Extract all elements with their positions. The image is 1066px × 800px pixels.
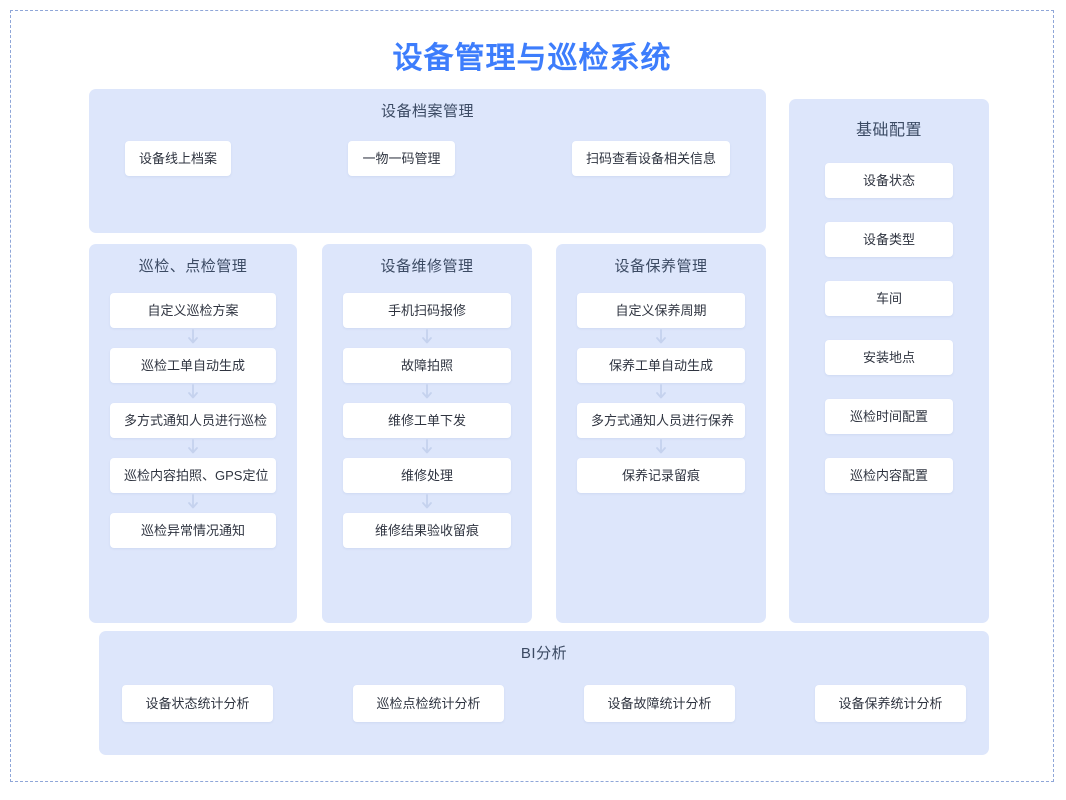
flow-steps-inspection: 自定义巡检方案 巡检工单自动生成 多方式通知人员进行巡检 巡检内容拍照、GPS定… (89, 293, 297, 548)
arrow-down-icon (656, 329, 666, 344)
panel-title-maintenance-management: 设备保养管理 (614, 258, 708, 275)
flow-step-repair-4[interactable]: 维修结果验收留痕 (343, 513, 511, 548)
panel-basic-config: 基础配置 设备状态 设备类型 车间 安装地点 巡检时间配置 巡检内容配置 (789, 99, 989, 623)
bi-card-0[interactable]: 设备状态统计分析 (122, 685, 273, 722)
bi-card-3[interactable]: 设备保养统计分析 (815, 685, 966, 722)
panel-maintenance-management: 设备保养管理 自定义保养周期 保养工单自动生成 多方式通知人员进行保养 保养记录… (556, 244, 766, 623)
flow-step-repair-1[interactable]: 故障拍照 (343, 348, 511, 383)
bi-card-row: 设备状态统计分析 巡检点检统计分析 设备故障统计分析 设备保养统计分析 (122, 685, 966, 722)
arrow-down-icon (656, 439, 666, 454)
flow-step-inspection-3[interactable]: 巡检内容拍照、GPS定位 (110, 458, 276, 493)
arrow-down-icon (188, 439, 198, 454)
bi-card-2[interactable]: 设备故障统计分析 (584, 685, 735, 722)
arrow-down-icon (422, 329, 432, 344)
arrow-down-icon (188, 329, 198, 344)
flow-step-inspection-2[interactable]: 多方式通知人员进行巡检 (110, 403, 276, 438)
config-card-4[interactable]: 巡检时间配置 (825, 399, 953, 434)
flow-step-maintenance-3[interactable]: 保养记录留痕 (577, 458, 745, 493)
panel-title-repair-management: 设备维修管理 (380, 258, 474, 275)
panel-title-inspection-management: 巡检、点检管理 (138, 258, 248, 275)
flow-step-inspection-1[interactable]: 巡检工单自动生成 (110, 348, 276, 383)
flow-step-maintenance-1[interactable]: 保养工单自动生成 (577, 348, 745, 383)
panel-title-bi-analysis: BI分析 (520, 645, 568, 662)
panel-equipment-archive: 设备档案管理 设备线上档案 一物一码管理 扫码查看设备相关信息 (89, 89, 766, 233)
arrow-down-icon (422, 384, 432, 399)
panel-repair-management: 设备维修管理 手机扫码报修 故障拍照 维修工单下发 维修处理 维修结果验收留痕 (322, 244, 532, 623)
arrow-down-icon (188, 494, 198, 509)
bi-card-1[interactable]: 巡检点检统计分析 (353, 685, 504, 722)
arrow-down-icon (422, 494, 432, 509)
flow-step-maintenance-0[interactable]: 自定义保养周期 (577, 293, 745, 328)
flow-step-maintenance-2[interactable]: 多方式通知人员进行保养 (577, 403, 745, 438)
panel-title-basic-config: 基础配置 (855, 122, 922, 139)
panel-title-equipment-archive: 设备档案管理 (380, 103, 474, 120)
panel-inspection-management: 巡检、点检管理 自定义巡检方案 巡检工单自动生成 多方式通知人员进行巡检 巡检内… (89, 244, 297, 623)
diagram-canvas: 设备管理与巡检系统 设备档案管理 设备线上档案 一物一码管理 扫码查看设备相关信… (10, 10, 1054, 782)
panel-bi-analysis: BI分析 设备状态统计分析 巡检点检统计分析 设备故障统计分析 设备保养统计分析 (99, 631, 989, 755)
arrow-down-icon (656, 384, 666, 399)
config-card-1[interactable]: 设备类型 (825, 222, 953, 257)
flow-steps-repair: 手机扫码报修 故障拍照 维修工单下发 维修处理 维修结果验收留痕 (322, 293, 532, 548)
flow-step-inspection-0[interactable]: 自定义巡检方案 (110, 293, 276, 328)
flow-steps-maintenance: 自定义保养周期 保养工单自动生成 多方式通知人员进行保养 保养记录留痕 (556, 293, 766, 493)
archive-card-0[interactable]: 设备线上档案 (125, 141, 232, 176)
config-card-0[interactable]: 设备状态 (825, 163, 953, 198)
archive-card-1[interactable]: 一物一码管理 (348, 141, 455, 176)
config-card-2[interactable]: 车间 (825, 281, 953, 316)
config-card-5[interactable]: 巡检内容配置 (825, 458, 953, 493)
archive-card-row: 设备线上档案 一物一码管理 扫码查看设备相关信息 (125, 141, 730, 176)
arrow-down-icon (188, 384, 198, 399)
flow-step-repair-3[interactable]: 维修处理 (343, 458, 511, 493)
flow-step-repair-0[interactable]: 手机扫码报修 (343, 293, 511, 328)
config-card-list: 设备状态 设备类型 车间 安装地点 巡检时间配置 巡检内容配置 (789, 163, 989, 517)
arrow-down-icon (422, 439, 432, 454)
config-card-3[interactable]: 安装地点 (825, 340, 953, 375)
archive-card-2[interactable]: 扫码查看设备相关信息 (571, 141, 730, 176)
page-title: 设备管理与巡检系统 (392, 42, 672, 75)
flow-step-inspection-4[interactable]: 巡检异常情况通知 (110, 513, 276, 548)
flow-step-repair-2[interactable]: 维修工单下发 (343, 403, 511, 438)
